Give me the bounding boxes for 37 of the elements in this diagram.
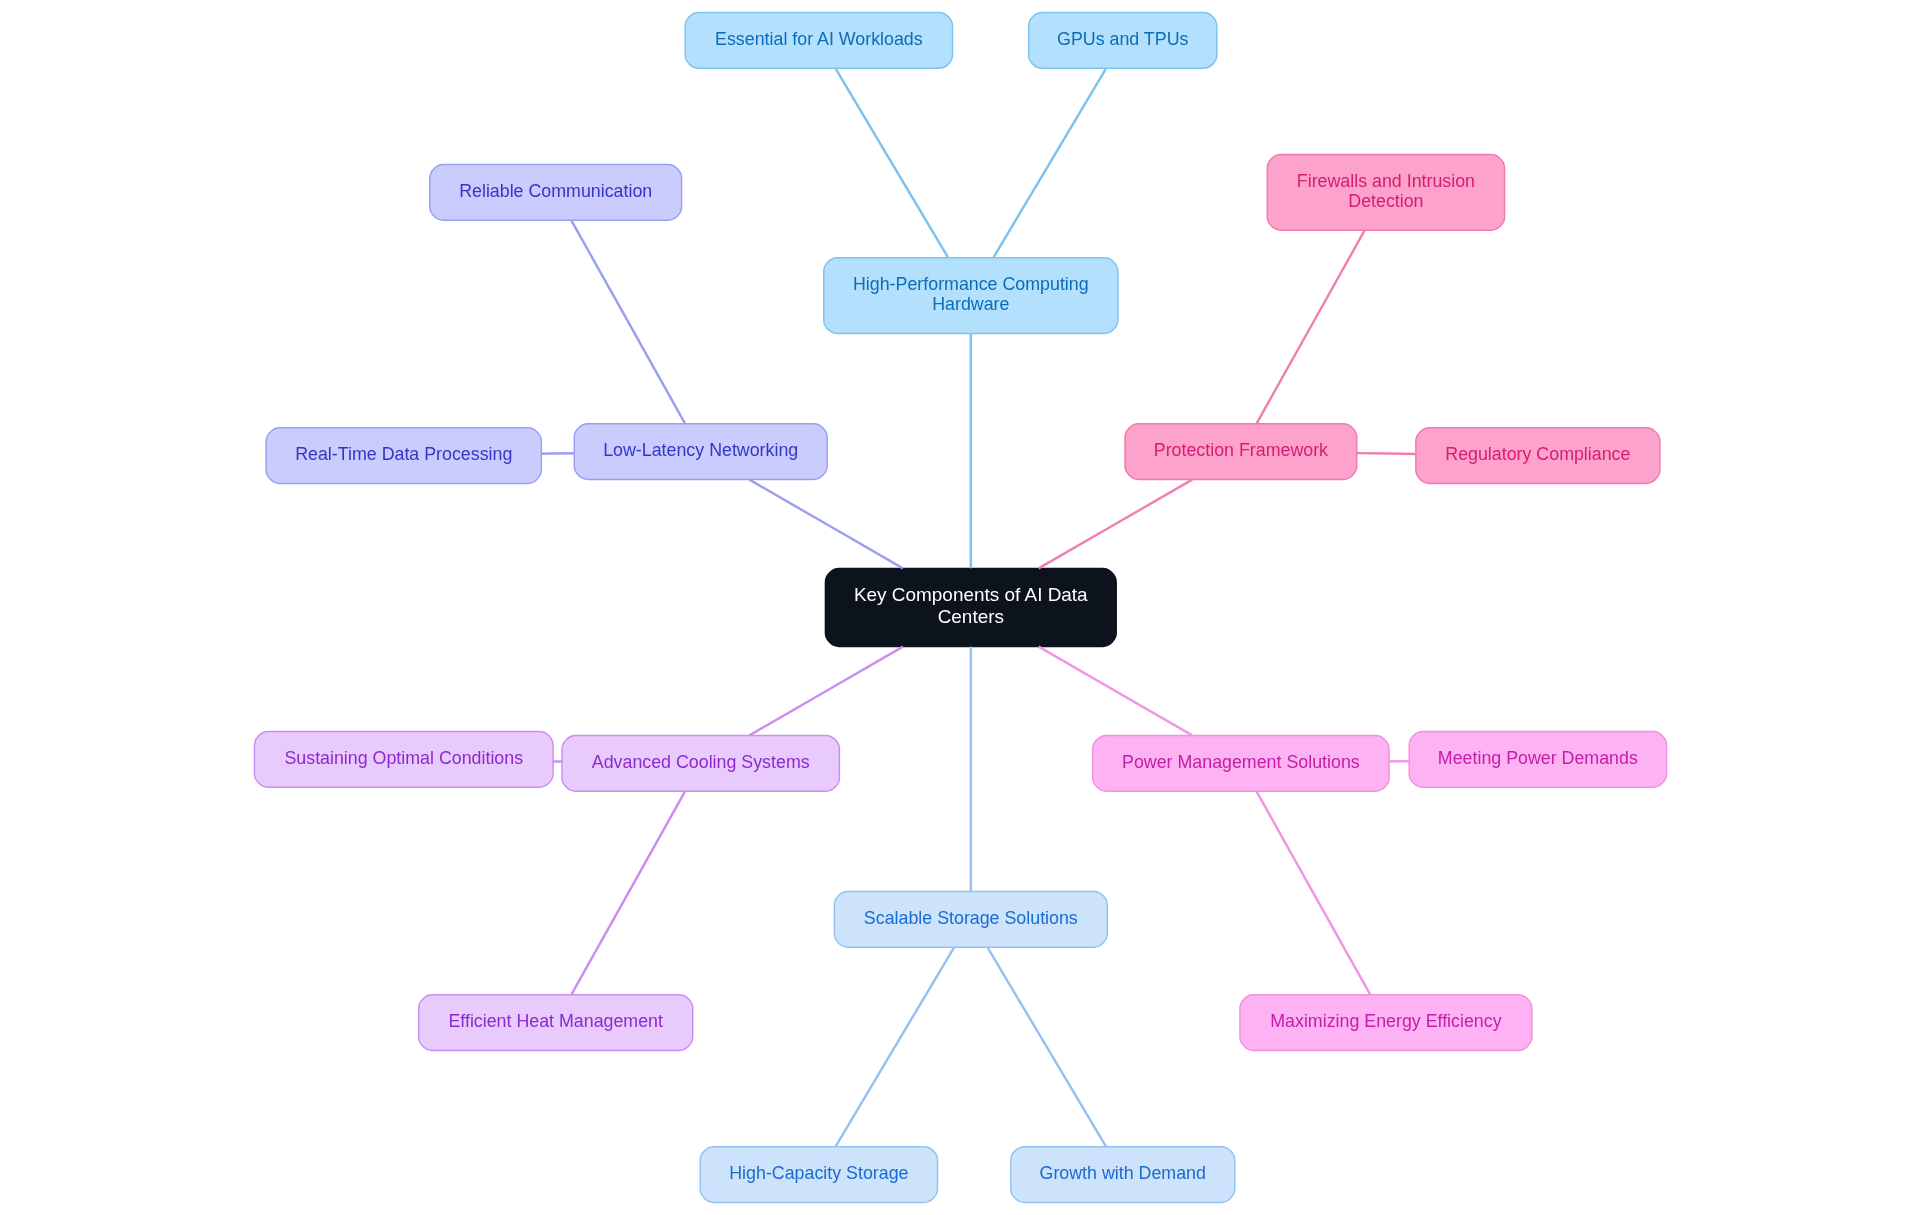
node-box: Growth with Demand [1009,1145,1235,1204]
node-box: Low-Latency Networking [573,423,828,481]
node-box: Regulatory Compliance [1414,427,1661,485]
node-box: Protection Framework [1123,423,1357,481]
connector [1037,478,1193,570]
node-box: Advanced Cooling Systems [560,734,840,792]
connector [569,220,686,424]
connector [541,452,574,455]
connector [1037,645,1193,737]
node-box: Scalable Storage Solutions [833,890,1108,948]
connector [1388,759,1409,763]
connector [986,947,1107,1148]
node-box: Key Components of AI Data Centers [824,567,1117,648]
node-box: Maximizing Energy Efficiency [1238,994,1533,1052]
connector [1255,230,1366,424]
connector [834,947,955,1148]
connector [969,646,972,892]
connector [748,645,904,737]
node-box: High-Performance Computing Hardware [822,257,1119,335]
connector [834,68,949,259]
connector [992,68,1107,259]
node-box: Essential for AI Workloads [683,11,953,70]
connector [748,478,904,570]
node-box: Firewalls and Intrusion Detection [1266,153,1505,231]
connector [1255,791,1371,995]
node-box: Power Management Solutions [1091,734,1390,792]
connector [569,791,686,995]
node-box: Sustaining Optimal Conditions [253,730,554,788]
node-box: High-Capacity Storage [699,1145,938,1204]
node-box: Efficient Heat Management [417,994,693,1052]
node-box: GPUs and TPUs [1027,11,1218,70]
connector [552,760,562,763]
node-box: Meeting Power Demands [1407,730,1667,788]
connector [1356,451,1415,456]
node-box: Reliable Communication [428,163,682,221]
node-box: Real-Time Data Processing [264,427,542,485]
connector [969,333,972,569]
